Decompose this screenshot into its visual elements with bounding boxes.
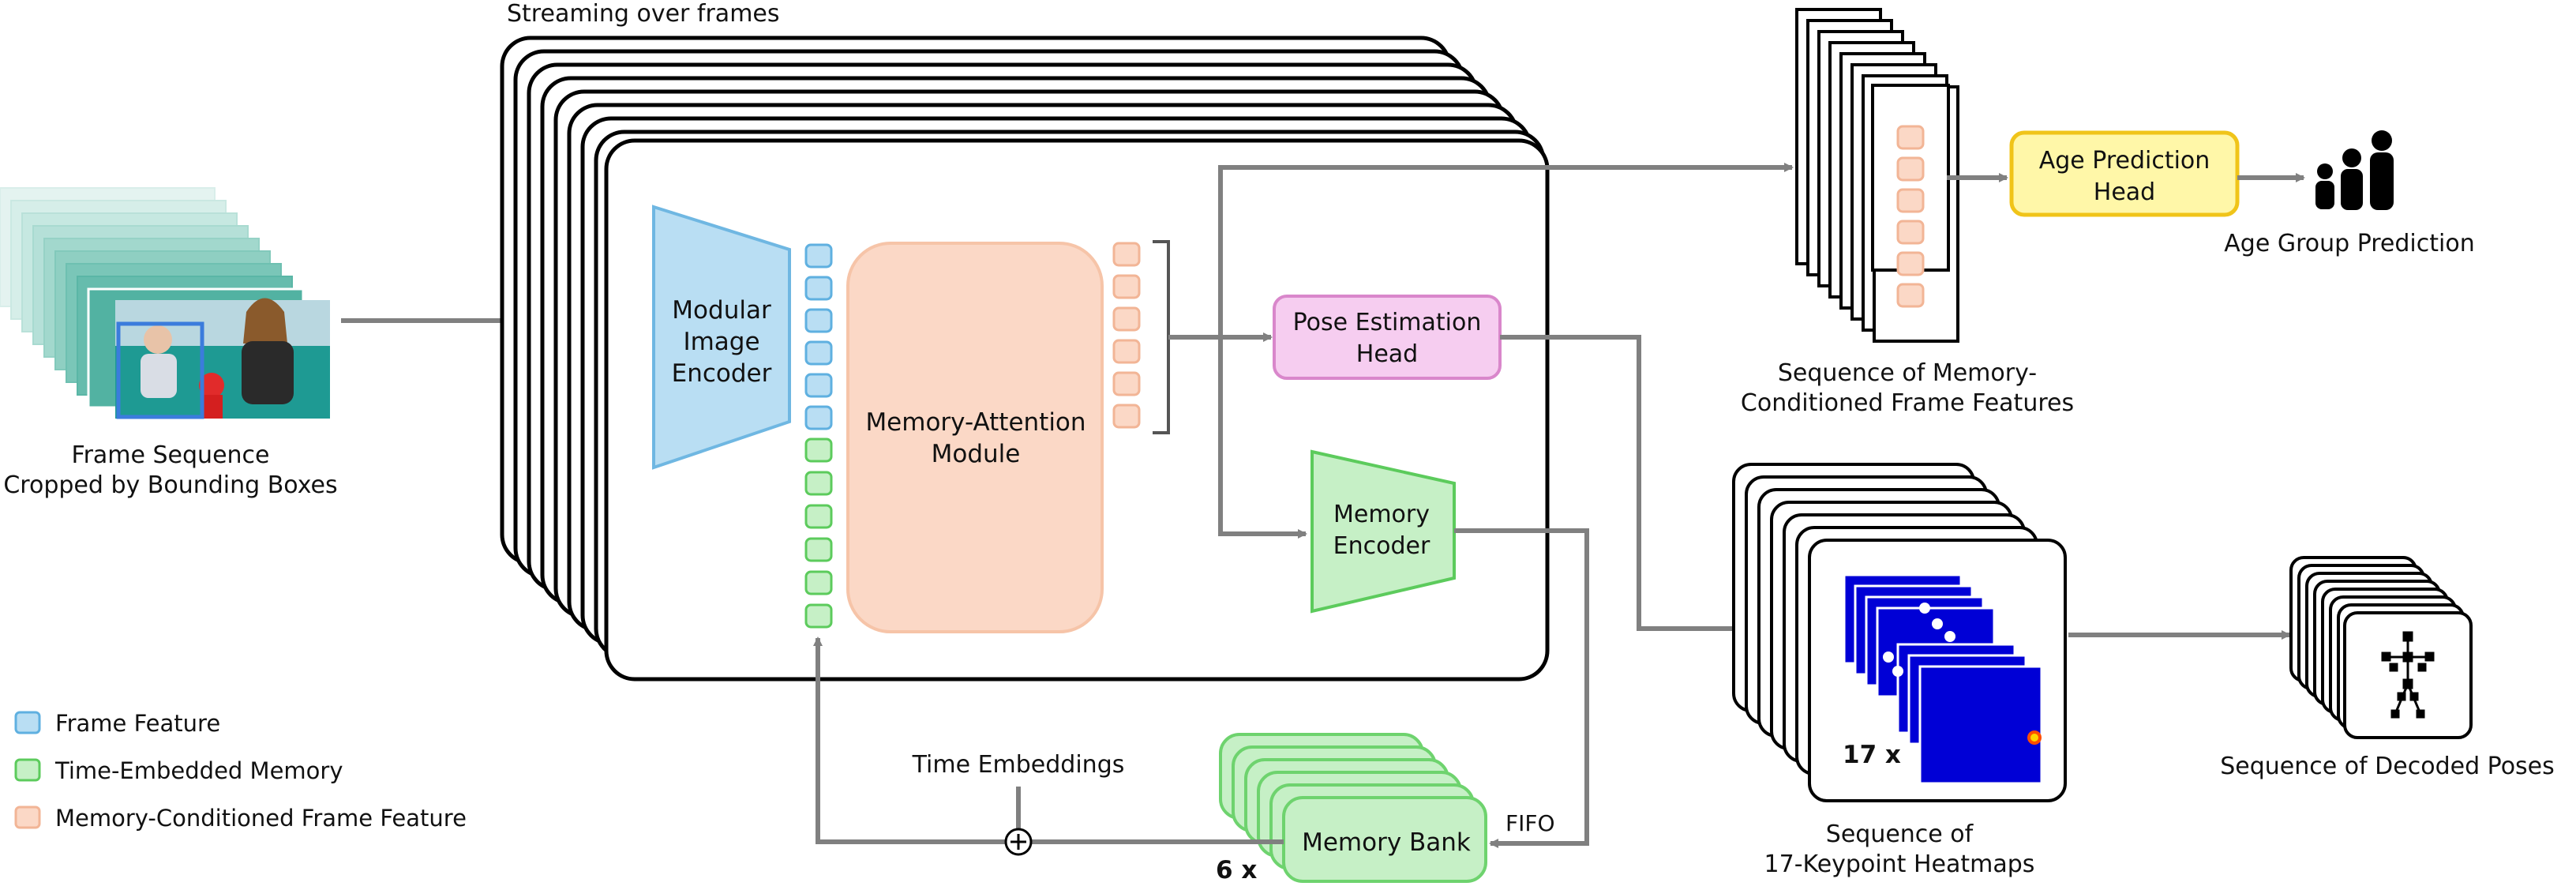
streaming-label: Streaming over frames	[507, 0, 780, 28]
memory-features-label-2: Conditioned Frame Features	[1741, 389, 2074, 417]
frame-sequence-label: Frame Sequence	[72, 441, 270, 469]
memory-attention-label-1: Memory-Attention	[865, 408, 1086, 437]
heatmap-tiles	[1843, 573, 2043, 785]
decoded-poses-label: Sequence of Decoded Poses	[2220, 753, 2555, 780]
legend-swatch-memory	[14, 758, 41, 782]
arrows-memory-loop	[813, 637, 1284, 844]
memory-encoder-label-2: Encoder	[1333, 532, 1430, 560]
heatmaps-label-1: Sequence of	[1826, 821, 1974, 848]
image-encoder-label-3: Encoder	[672, 359, 772, 388]
memory-tokens	[804, 437, 833, 629]
skeleton-icon	[2381, 631, 2435, 719]
image-encoder-label-1: Modular	[672, 296, 771, 325]
frame-sequence-stack	[0, 187, 330, 419]
arrow-pose-head-to-heatmaps	[1500, 335, 1743, 633]
legend: Frame Feature Time-Embedded Memory Memor…	[14, 710, 467, 832]
arrows-branch	[1168, 163, 1794, 539]
frame-feature-tokens	[804, 243, 833, 430]
memory-bank-label: Memory Bank	[1302, 828, 1471, 857]
legend-label-memory: Time-Embedded Memory	[54, 757, 343, 784]
heatmaps-count: 17 x	[1843, 741, 1901, 769]
pose-head-label-2: Head	[1356, 340, 1418, 368]
legend-swatch-conditioned	[14, 806, 41, 829]
arrow-encoder-to-bank	[1454, 528, 1589, 848]
memory-attention-label-2: Module	[932, 440, 1021, 468]
conditioned-feature-column	[1896, 125, 1925, 308]
pose-head-label-1: Pose Estimation	[1293, 309, 1482, 336]
fifo-label: FIFO	[1505, 810, 1555, 836]
memory-bank-count: 6 x	[1216, 856, 1257, 884]
memory-encoder-block	[1310, 449, 1456, 614]
heatmap-keypoints	[1883, 603, 1955, 677]
time-embeddings-label: Time Embeddings	[912, 751, 1125, 779]
memory-attention-module	[846, 242, 1104, 633]
age-head-label-1: Age Prediction	[2039, 147, 2210, 175]
legend-label-frame-feature: Frame Feature	[55, 710, 220, 737]
image-encoder-label-2: Image	[683, 328, 759, 356]
people-icon	[2315, 130, 2394, 210]
age-prediction-head	[2009, 130, 2240, 217]
memory-encoder-label-1: Memory	[1333, 501, 1430, 528]
age-head-label-2: Head	[2094, 178, 2155, 206]
memory-bank-stack	[1219, 733, 1487, 883]
legend-label-conditioned: Memory-Conditioned Frame Feature	[55, 805, 467, 832]
image-encoder-block	[652, 205, 791, 470]
heatmaps-label-2: 17-Keypoint Heatmaps	[1764, 851, 2035, 878]
frame-sequence-sublabel: Cropped by Bounding Boxes	[3, 471, 337, 499]
plus-sign	[1011, 834, 1026, 850]
decoded-poses-stack	[2289, 556, 2473, 739]
memory-features-label-1: Sequence of Memory-	[1778, 359, 2037, 387]
conditioned-feature-tokens	[1112, 242, 1141, 429]
legend-swatch-frame-feature	[14, 711, 41, 734]
age-group-label: Age Group Prediction	[2224, 230, 2474, 257]
